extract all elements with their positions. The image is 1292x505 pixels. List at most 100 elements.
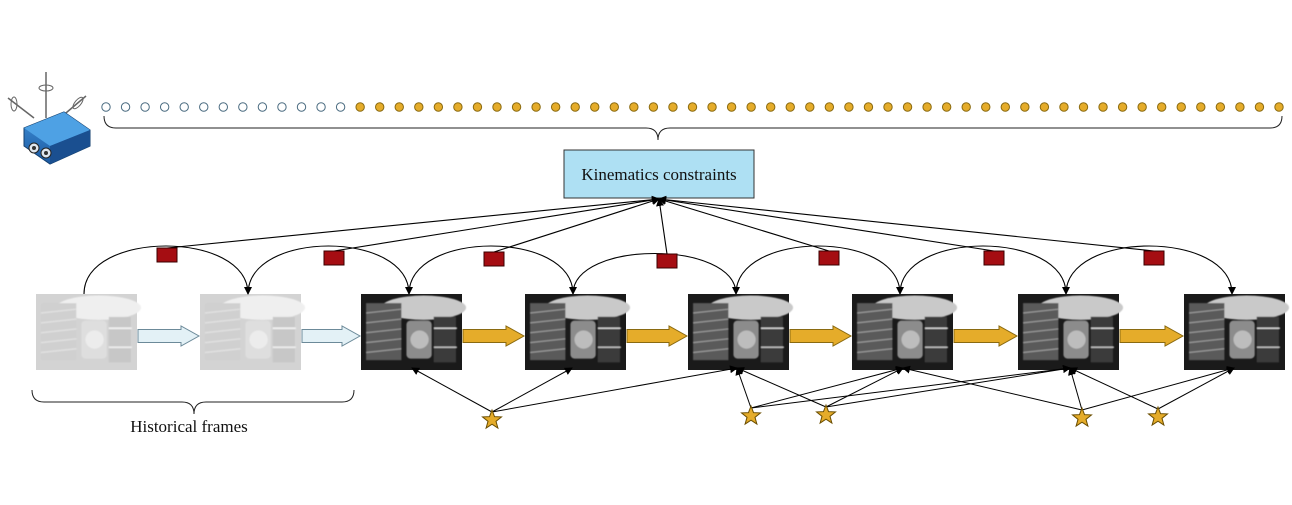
landmark-edge [902,365,1083,411]
landmark-star-icon [815,403,837,425]
frame-rail [856,348,893,354]
flow-arrows [137,325,1185,347]
frame-rail [40,338,77,344]
constraint-edge [493,197,660,253]
factor-node-icon [1143,250,1165,266]
imu-sample-active [355,102,365,112]
imu-sample-active [883,102,893,112]
imu-sample-history [277,102,287,112]
frame-rail [529,328,566,334]
imu-sample-active [531,102,541,112]
frame-rail [204,318,241,324]
frame-rail [1188,348,1225,354]
flow-arrow [789,325,853,347]
imu-sample-active [1039,102,1050,112]
frame-rail [204,328,241,334]
frame-rail [1022,348,1059,354]
factor-node-icon [156,247,178,263]
imu-brace [103,115,1283,141]
imu-sample-history [140,102,150,112]
imu-sample-active [1000,102,1010,112]
imu-sample-active [1196,102,1206,112]
imu-sample-active [433,102,444,112]
imu-sample-history [316,102,326,112]
frame-rail [1022,318,1059,324]
landmark-edges [411,364,1235,413]
landmark-edge [736,367,827,408]
frame-rail [1022,308,1059,314]
landmark-edge [411,367,493,413]
frame-rail [365,348,402,354]
imu-sample-history [179,102,189,112]
imu-sample-row [101,102,1284,112]
frame-rail [692,338,729,344]
frame-rail [365,338,402,344]
imu-sample-active [961,102,971,112]
landmark-edge [491,367,573,413]
historical-frame [200,294,306,370]
factor-arc [899,245,1070,295]
landmark-edge [1081,366,1235,411]
frame-panel [1090,316,1113,363]
constraint-edge [658,195,1155,252]
kinematics-constraints-box [563,149,755,199]
imu-sample-history [101,102,111,112]
landmark-edge [825,365,1071,408]
frame-valve [1067,330,1086,349]
frame-valve [901,330,920,349]
frame-scene [204,295,306,363]
frame-panel [924,316,947,363]
imu-sample-active [1274,102,1284,112]
imu-sample-active [590,102,600,112]
imu-sample-active [1254,102,1265,112]
flow-arrow [1119,325,1185,347]
imu-sample-active [668,102,678,112]
imu-sample-active [1117,102,1128,112]
imu-sample-active [746,102,756,112]
frame-panel [108,316,131,363]
imu-sample-history [257,102,268,112]
camera-frame [1018,294,1124,370]
frame-pipe [381,295,467,320]
frame-rail [1188,338,1225,344]
frame-rail [1188,318,1225,324]
camera-frame [852,294,958,370]
frame-rail [856,318,893,324]
imu-sample-active [805,102,815,112]
factor-node-icon [983,250,1005,266]
imu-sample-active [511,102,522,112]
factor-node-icon [483,251,505,267]
landmark-star-icon [1147,405,1169,427]
imu-sample-active [1098,102,1108,112]
frame-valve [85,330,104,349]
imu-sample-active [453,102,463,112]
frame-panel [1256,316,1279,363]
landmark-edge [825,367,904,408]
factor-arc [735,245,904,295]
historical-flow-arrow [137,325,201,347]
frame-rail [1022,338,1059,344]
frame-rail [204,348,241,354]
historical-flow-arrow [301,325,362,347]
frame-rail [1188,328,1225,334]
frame-rail [204,308,241,314]
factor-nodes [156,247,1165,269]
historical-frame [36,294,142,370]
flow-arrow [462,325,526,347]
landmark-edge [750,364,1071,409]
imu-sample-active [414,102,424,112]
frame-scene [692,295,794,363]
frame-rail [365,328,402,334]
camera-frame [361,294,467,370]
factor-node-icon [818,250,840,266]
frame-rail [40,328,77,334]
factor-arc [1065,245,1236,295]
factor-node-icon [656,253,678,269]
imu-sample-active [726,102,737,112]
frame-scene [365,295,467,363]
landmark-star-icon [1071,406,1093,428]
frame-pipe [56,295,142,320]
imu-sample-history [159,102,170,112]
constraint-edge [658,196,995,252]
camera-frame [525,294,631,370]
